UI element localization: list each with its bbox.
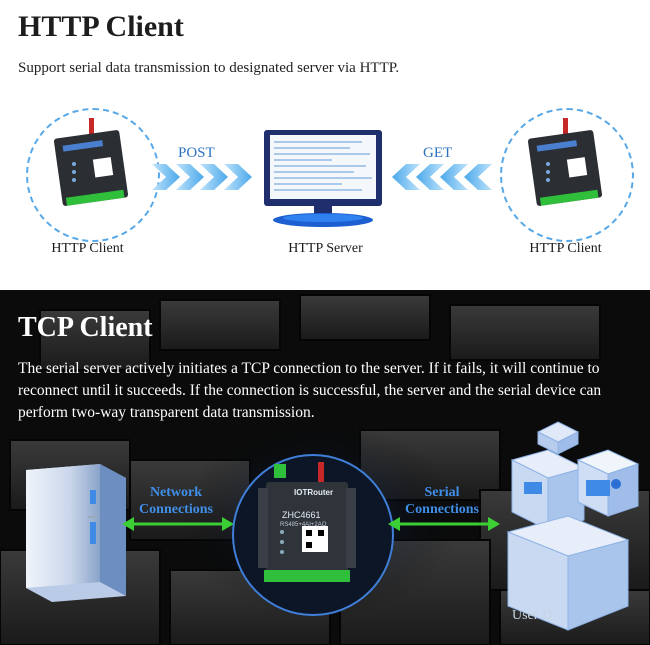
server-tower-icon bbox=[26, 464, 126, 602]
tcp-client-section: TCP Client The serial server actively in… bbox=[0, 290, 650, 645]
left-device-icon bbox=[53, 118, 129, 206]
server-monitor-icon bbox=[264, 130, 382, 227]
device-model: ZHC4661 bbox=[282, 510, 321, 520]
get-arrows bbox=[392, 164, 492, 190]
center-device-icon bbox=[258, 462, 356, 582]
device-brand: IOTRouter bbox=[294, 488, 334, 497]
http-client-section: HTTP Client Support serial data transmis… bbox=[0, 0, 650, 290]
post-label: POST bbox=[178, 145, 215, 161]
user-devices-label: User D bbox=[512, 608, 553, 623]
left-client-label: HTTP Client bbox=[51, 241, 124, 256]
http-subtitle: Support serial data transmission to desi… bbox=[18, 60, 400, 76]
server-label: HTTP Server bbox=[288, 241, 363, 256]
network-arrow bbox=[122, 517, 234, 531]
right-client-label: HTTP Client bbox=[529, 241, 602, 256]
http-title: HTTP Client bbox=[18, 10, 184, 43]
network-connections-label: Network Connections bbox=[139, 485, 213, 517]
left-device-circle bbox=[26, 108, 160, 242]
right-device-icon bbox=[527, 118, 603, 206]
post-arrows bbox=[152, 164, 252, 190]
user-devices-icon bbox=[506, 421, 640, 631]
device-sub: RS485+4AI+2AO bbox=[280, 522, 327, 528]
serial-connections-label: Serial Connections bbox=[405, 485, 479, 517]
tcp-description: The serial server actively initiates a T… bbox=[18, 360, 602, 421]
tcp-title: TCP Client bbox=[18, 312, 153, 343]
serial-arrow bbox=[388, 517, 500, 531]
right-device-circle bbox=[500, 108, 634, 242]
get-label: GET bbox=[423, 145, 453, 161]
